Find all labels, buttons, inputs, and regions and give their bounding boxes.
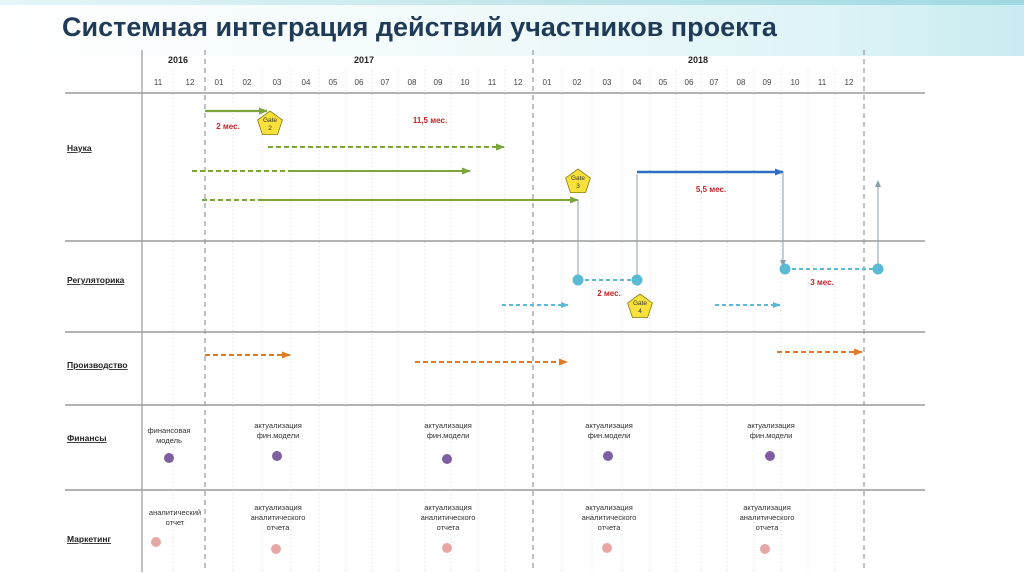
row-label: Финансы	[67, 433, 106, 443]
gate-icon	[565, 168, 591, 193]
milestone-dot	[631, 274, 643, 286]
month-label: 06	[355, 78, 364, 87]
year-label: 2017	[354, 55, 374, 65]
month-label: 03	[273, 78, 282, 87]
title-bar: Системная интеграция действий участников…	[0, 0, 1024, 56]
month-label: 09	[763, 78, 772, 87]
duration-label: 2 мес.	[216, 122, 240, 131]
row-label: Наука	[67, 143, 92, 153]
month-label: 08	[737, 78, 746, 87]
year-label: 2016	[168, 55, 188, 65]
finance-milestone-dot	[603, 451, 613, 461]
page-title: Системная интеграция действий участников…	[62, 12, 777, 42]
month-label: 10	[791, 78, 800, 87]
month-label: 08	[408, 78, 417, 87]
marketing-milestone-dot	[760, 544, 770, 554]
month-label: 03	[603, 78, 612, 87]
finance-milestone-dot	[164, 453, 174, 463]
marketing-milestone-dot	[151, 537, 161, 547]
month-label: 01	[215, 78, 224, 87]
year-label: 2018	[688, 55, 708, 65]
month-label: 02	[243, 78, 252, 87]
finance-milestone-dot	[442, 454, 452, 464]
month-label: 11	[818, 78, 827, 87]
month-label: 04	[633, 78, 642, 87]
month-label: 12	[186, 78, 195, 87]
month-label: 05	[659, 78, 668, 87]
month-label: 10	[461, 78, 470, 87]
month-label: 04	[302, 78, 311, 87]
month-label: 11	[154, 78, 163, 87]
month-label: 09	[434, 78, 443, 87]
duration-label: 2 мес.	[597, 289, 621, 298]
row-label: Регуляторика	[67, 275, 125, 285]
month-label: 12	[514, 78, 523, 87]
duration-label: 11,5 мес.	[413, 116, 447, 125]
row-label: Маркетинг	[67, 534, 111, 544]
milestone-dot	[872, 263, 884, 275]
duration-label: 3 мес.	[810, 278, 834, 287]
month-label: 01	[543, 78, 552, 87]
month-label: 07	[381, 78, 390, 87]
milestone-dot	[572, 274, 584, 286]
finance-milestone-dot	[272, 451, 282, 461]
month-label: 07	[710, 78, 719, 87]
month-label: 02	[573, 78, 582, 87]
month-label: 06	[685, 78, 694, 87]
duration-label: 5,5 мес.	[696, 185, 726, 194]
gate-icon	[627, 293, 653, 318]
month-label: 11	[488, 78, 497, 87]
marketing-milestone-dot	[602, 543, 612, 553]
gate-icon	[257, 110, 283, 135]
row-label: Производство	[67, 360, 128, 370]
marketing-milestone-dot	[271, 544, 281, 554]
month-label: 12	[845, 78, 854, 87]
finance-milestone-dot	[765, 451, 775, 461]
milestone-dot	[779, 263, 791, 275]
month-label: 05	[329, 78, 338, 87]
marketing-milestone-dot	[442, 543, 452, 553]
